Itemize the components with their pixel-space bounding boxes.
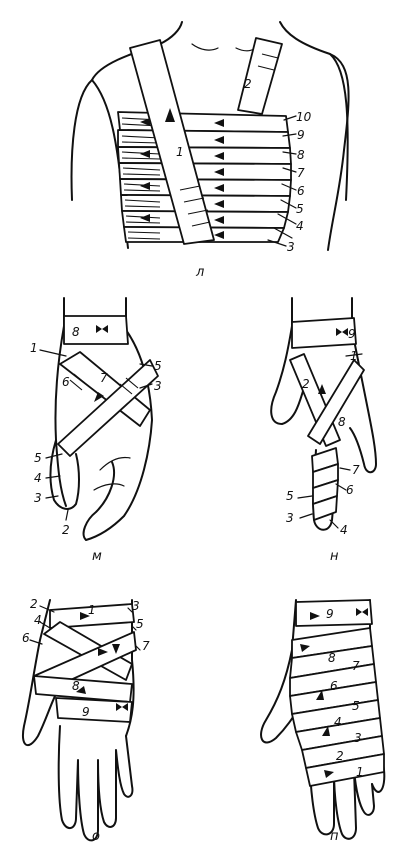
hand-n-label-6: 6 bbox=[346, 483, 354, 497]
hand-m-arrow bbox=[94, 392, 104, 402]
hand-p-label-3: 3 bbox=[354, 731, 362, 745]
hand-n-arrow bbox=[318, 384, 326, 394]
sling-band-1 bbox=[129, 39, 215, 245]
hand-m-label-8: 8 bbox=[72, 325, 80, 339]
chest-label-9: 9 bbox=[297, 128, 305, 142]
chest-label-5: 5 bbox=[296, 202, 304, 216]
hand-o-label-4: 4 bbox=[34, 613, 42, 627]
hand-n-label-5: 5 bbox=[286, 489, 294, 503]
chest-label-3: 3 bbox=[287, 240, 295, 254]
caption-hand-p: п bbox=[330, 829, 339, 844]
figure-hand-m: 8 1 6 7 5 3 5 4 3 2 м bbox=[30, 297, 162, 564]
hand-n-finger-spiral bbox=[311, 447, 339, 521]
hand-m-label-1: 1 bbox=[30, 341, 38, 355]
hand-m-palm-lines bbox=[93, 456, 131, 491]
hand-m-label-3-top: 3 bbox=[154, 379, 162, 393]
hand-n-label-2: 2 bbox=[302, 377, 310, 391]
hand-o-label-1: 1 bbox=[88, 603, 96, 617]
hand-p-label-7: 7 bbox=[352, 659, 360, 673]
hand-n-label-1: 1 bbox=[350, 349, 358, 363]
hand-o-label-3: 3 bbox=[132, 599, 140, 613]
hand-p-label-9: 9 bbox=[326, 607, 334, 621]
hand-n-label-9: 9 bbox=[348, 327, 356, 341]
hand-p-label-2: 2 bbox=[336, 749, 344, 763]
chest-label-2: 2 bbox=[244, 77, 252, 91]
figure-chest: 1 2 10 9 8 7 6 5 4 3 л bbox=[70, 21, 350, 280]
hand-n-leaders bbox=[297, 353, 363, 529]
hand-p-label-1: 1 bbox=[356, 765, 364, 779]
caption-chest: л bbox=[195, 265, 204, 280]
hand-m-label-4: 4 bbox=[34, 471, 42, 485]
hand-o-label-9: 9 bbox=[82, 705, 90, 719]
shoulder-band-2-shading bbox=[257, 53, 279, 71]
hand-m-outline bbox=[54, 297, 153, 541]
caption-hand-o: о bbox=[92, 829, 100, 844]
hand-p-label-5: 5 bbox=[352, 699, 360, 713]
hand-n-wrist-band bbox=[291, 317, 357, 349]
hand-m-label-5-top: 5 bbox=[154, 359, 162, 373]
sling-band-1-arrow bbox=[165, 108, 175, 122]
shoulder-band-2 bbox=[237, 37, 283, 115]
hand-m-label-5: 5 bbox=[34, 451, 42, 465]
hand-o-leaders bbox=[29, 605, 141, 651]
hand-n-label-4: 4 bbox=[340, 523, 348, 537]
hand-n-band-8 bbox=[307, 359, 365, 445]
hand-o-label-2: 2 bbox=[30, 597, 38, 611]
hand-n-label-3: 3 bbox=[286, 511, 294, 525]
chest-label-7: 7 bbox=[297, 166, 305, 180]
sling-band-1-shading bbox=[179, 185, 211, 227]
figure-hand-o: 2 1 3 4 5 6 7 8 9 о bbox=[22, 597, 150, 844]
hand-o-label-6: 6 bbox=[22, 631, 30, 645]
hand-o-label-7: 7 bbox=[142, 639, 150, 653]
hand-n-label-7: 7 bbox=[352, 463, 360, 477]
hand-p-label-6: 6 bbox=[330, 679, 338, 693]
chest-label-leaders bbox=[267, 115, 297, 247]
caption-hand-m: м bbox=[92, 549, 102, 564]
hand-o-label-8: 8 bbox=[72, 679, 80, 693]
chest-label-4: 4 bbox=[296, 219, 304, 233]
hand-p-spiral-bands bbox=[289, 627, 385, 787]
hand-m-label-6: 6 bbox=[62, 375, 70, 389]
hand-p-label-4: 4 bbox=[334, 715, 342, 729]
hand-m-shading bbox=[69, 373, 139, 395]
hand-m-label-2: 2 bbox=[62, 523, 70, 537]
hand-o-band-1 bbox=[49, 603, 135, 629]
hand-p-clip-icon bbox=[356, 608, 368, 616]
hand-o-clip-icon bbox=[116, 703, 128, 711]
hand-p-label-8: 8 bbox=[328, 651, 336, 665]
hand-o-outline bbox=[22, 599, 135, 747]
figure-hand-p: 9 8 7 6 5 4 3 2 1 п bbox=[260, 599, 386, 844]
hand-o-fingers bbox=[57, 725, 134, 842]
hand-m-clip-icon bbox=[96, 325, 108, 333]
hand-m-leaders bbox=[39, 349, 153, 521]
caption-hand-n: н bbox=[330, 549, 339, 564]
hand-m-label-7: 7 bbox=[100, 371, 108, 385]
chest-label-6: 6 bbox=[297, 184, 305, 198]
right-shoulder bbox=[329, 53, 349, 201]
hand-p-wrist-band bbox=[295, 599, 373, 627]
hand-n-clip-icon bbox=[336, 328, 348, 336]
left-shoulder bbox=[70, 79, 93, 201]
hand-o-band-9 bbox=[55, 697, 133, 723]
band-arrows bbox=[140, 118, 224, 239]
hand-m-thumb bbox=[49, 439, 80, 510]
chest-label-8: 8 bbox=[297, 148, 305, 162]
figure-hand-n: 9 1 2 8 7 6 5 3 4 н bbox=[270, 297, 377, 564]
hand-n-label-8: 8 bbox=[338, 415, 346, 429]
hand-o-arrows bbox=[76, 612, 120, 694]
hand-m-label-3: 3 bbox=[34, 491, 42, 505]
hand-o-label-5: 5 bbox=[136, 617, 144, 631]
neck-collarbone bbox=[191, 43, 259, 52]
chest-label-1: 1 bbox=[176, 145, 184, 159]
chest-label-10: 10 bbox=[296, 110, 312, 124]
